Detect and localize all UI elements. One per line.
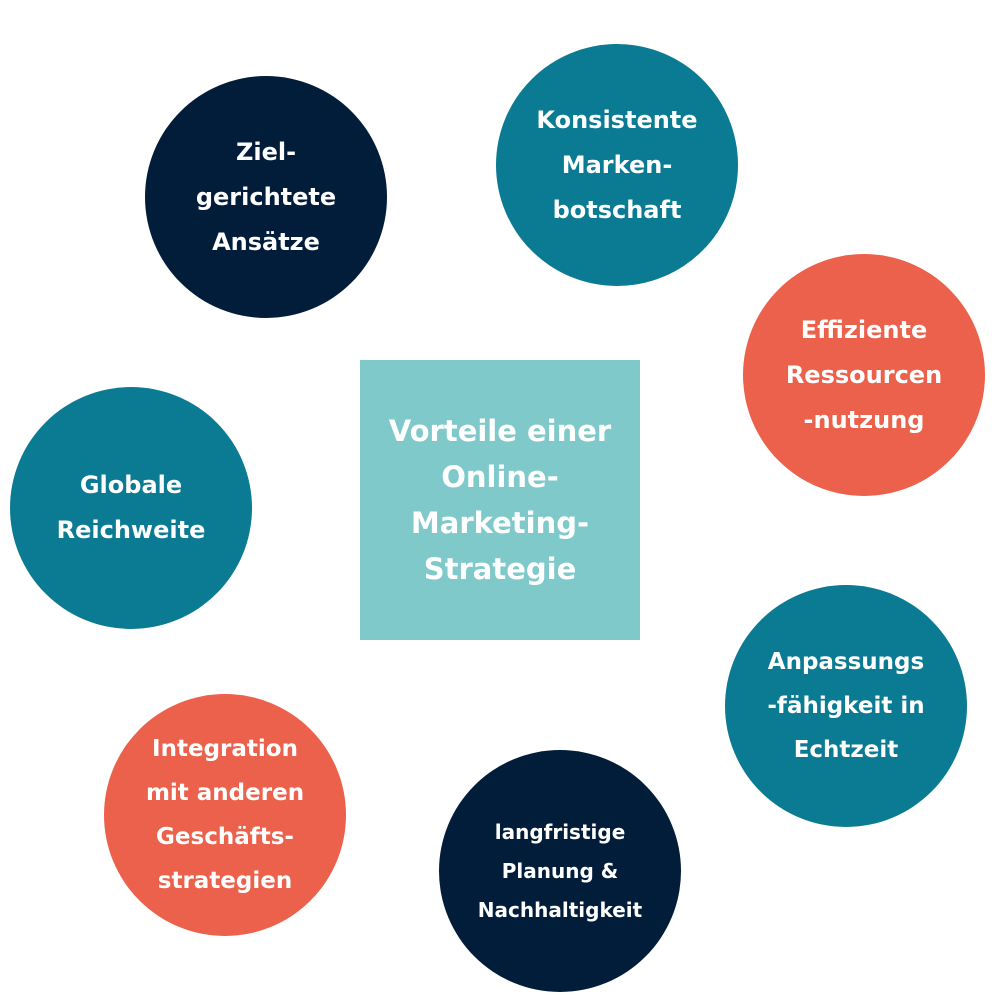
benefit-circle-anpassungsfaehigkeit: Anpassungs -fähigkeit in Echtzeit [725, 585, 967, 827]
benefit-circle-zielgerichtete-ansaetze: Ziel- gerichtete Ansätze [145, 76, 387, 318]
center-topic-box: Vorteile einer Online- Marketing- Strate… [360, 360, 640, 640]
center-topic-title: Vorteile einer Online- Marketing- Strate… [388, 414, 612, 586]
benefit-circle-langfristige-planung: langfristige Planung & Nachhaltigkeit [439, 750, 681, 992]
benefit-circle-globale-reichweite: Globale Reichweite [10, 387, 252, 629]
benefit-circle-effiziente-ressourcennutzung: Effiziente Ressourcen -nutzung [743, 254, 985, 496]
benefit-circle-integration: Integration mit anderen Geschäfts- strat… [104, 694, 346, 936]
benefit-circle-konsistente-markenbotschaft: Konsistente Marken- botschaft [496, 44, 738, 286]
